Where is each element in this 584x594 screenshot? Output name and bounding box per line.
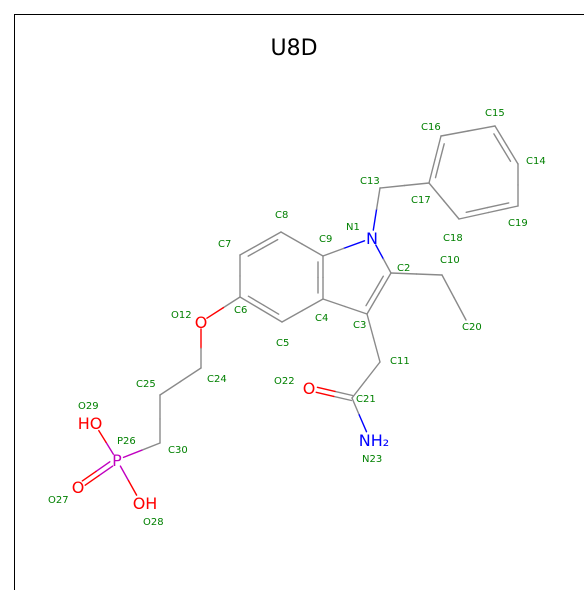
atom-label-p26: P26 xyxy=(117,436,136,447)
bond-c3-c11 xyxy=(367,314,374,338)
element-symbol-n1: N xyxy=(366,229,378,248)
bond-c2-c10 xyxy=(417,274,443,275)
atom-label-c3: C3 xyxy=(353,320,366,331)
bond-c21-n23 xyxy=(359,415,366,432)
atom-label-c15: C15 xyxy=(485,108,505,119)
atom-label-c8: C8 xyxy=(275,210,288,221)
bond-c8-c9 xyxy=(302,244,323,256)
atom-label-c10: C10 xyxy=(440,255,460,266)
bond-c17-c16-inner xyxy=(440,144,444,161)
element-symbol-o27: O xyxy=(72,478,85,497)
atom-label-c13: C13 xyxy=(360,176,380,187)
bond-p26-o28 xyxy=(129,481,137,496)
atom-label-o29: O29 xyxy=(78,401,99,412)
atom-label-c14: C14 xyxy=(526,156,546,167)
atom-label-c9: C9 xyxy=(319,234,332,245)
bond-c13-c17 xyxy=(380,186,405,189)
bond-c19-c18-inner xyxy=(487,203,508,208)
element-symbol-o22: O xyxy=(303,379,316,398)
bond-c15-c14 xyxy=(495,126,507,145)
bond-c17-c16-inner xyxy=(436,161,440,178)
frame-border xyxy=(15,15,584,591)
bond-c18-c17 xyxy=(429,183,444,201)
bond-c5-c6 xyxy=(261,310,282,323)
element-symbol-o29: HO xyxy=(78,414,103,433)
atom-label-c18: C18 xyxy=(443,233,463,244)
bond-c21-o22-second xyxy=(334,396,352,400)
bond-c8-c9 xyxy=(281,232,302,244)
bond-c7-c8 xyxy=(261,232,282,244)
bond-c7-c8 xyxy=(240,244,261,256)
bond-c21-o22 xyxy=(317,387,335,391)
atom-label-c16: C16 xyxy=(421,122,441,133)
bond-c16-c15 xyxy=(468,126,495,131)
atom-label-c11: C11 xyxy=(390,356,410,367)
element-symbol-n23: NH₂ xyxy=(359,431,389,450)
element-symbol-p26: P xyxy=(112,451,122,470)
atom-label-o12: O12 xyxy=(171,310,192,321)
bond-c6-o12 xyxy=(207,308,224,319)
atom-label-c17: C17 xyxy=(411,195,431,206)
atom-label-o22: O22 xyxy=(274,376,295,387)
bond-c4-c5 xyxy=(282,311,303,323)
bond-c17-c16 xyxy=(429,160,435,184)
bond-c11-c21 xyxy=(366,362,380,380)
bond-n1-c13 xyxy=(377,188,380,209)
element-symbol-o28: OH xyxy=(133,494,158,513)
atom-label-o28: O28 xyxy=(143,517,164,528)
bond-n1-c2 xyxy=(383,259,391,273)
atom-label-c25: C25 xyxy=(136,379,156,390)
bond-c4-c5 xyxy=(303,299,324,311)
atom-label-c7: C7 xyxy=(218,239,231,250)
atom-label-c20: C20 xyxy=(462,322,482,333)
atom-label-c24: C24 xyxy=(207,374,227,385)
atom-label-o27: O27 xyxy=(48,495,69,506)
bond-c30-p26 xyxy=(124,450,142,457)
atom-label-c30: C30 xyxy=(168,445,188,456)
bond-c16-c15 xyxy=(441,131,468,136)
bond-c19-c18-inner xyxy=(466,208,487,213)
bond-c2-c3 xyxy=(367,294,379,315)
bond-c3-c4 xyxy=(323,299,345,307)
atom-label-c4: C4 xyxy=(315,313,328,324)
atom-label-c19: C19 xyxy=(508,218,528,229)
bond-c24-c25 xyxy=(160,382,181,396)
atom-label-c6: C6 xyxy=(234,305,247,316)
bond-c21-o22 xyxy=(335,391,353,395)
bond-c21-o22-second xyxy=(316,392,334,396)
bond-c10-c20 xyxy=(442,275,454,298)
bond-c3-c11 xyxy=(374,338,381,362)
bond-c13-c17 xyxy=(405,183,430,186)
bond-c17-c16 xyxy=(435,136,441,160)
atom-label-n23: N23 xyxy=(362,454,382,465)
bond-c18-c17 xyxy=(444,201,459,219)
bond-c10-c20 xyxy=(454,298,466,321)
bond-layer xyxy=(82,126,518,495)
atom-label-c2: C2 xyxy=(397,263,410,274)
bond-n1-c9 xyxy=(323,248,344,256)
element-symbol-o12: O xyxy=(195,313,208,332)
bond-c3-c4 xyxy=(345,307,367,315)
atom-label-c5: C5 xyxy=(276,338,289,349)
bond-n1-c13 xyxy=(373,209,376,230)
bond-c2-c3 xyxy=(379,273,391,294)
bond-c30-p26 xyxy=(142,443,160,450)
bond-n1-c9 xyxy=(344,241,365,249)
element-symbol-layer: N O O NH₂ P O OH HO xyxy=(72,229,390,513)
atom-label-n1: N1 xyxy=(346,222,360,233)
bond-c15-c14 xyxy=(507,145,519,164)
molecule-title: U8D xyxy=(270,36,317,61)
atom-label-c21: C21 xyxy=(356,394,376,405)
bond-c24-c25 xyxy=(181,368,202,382)
bond-c19-c18 xyxy=(459,213,489,220)
